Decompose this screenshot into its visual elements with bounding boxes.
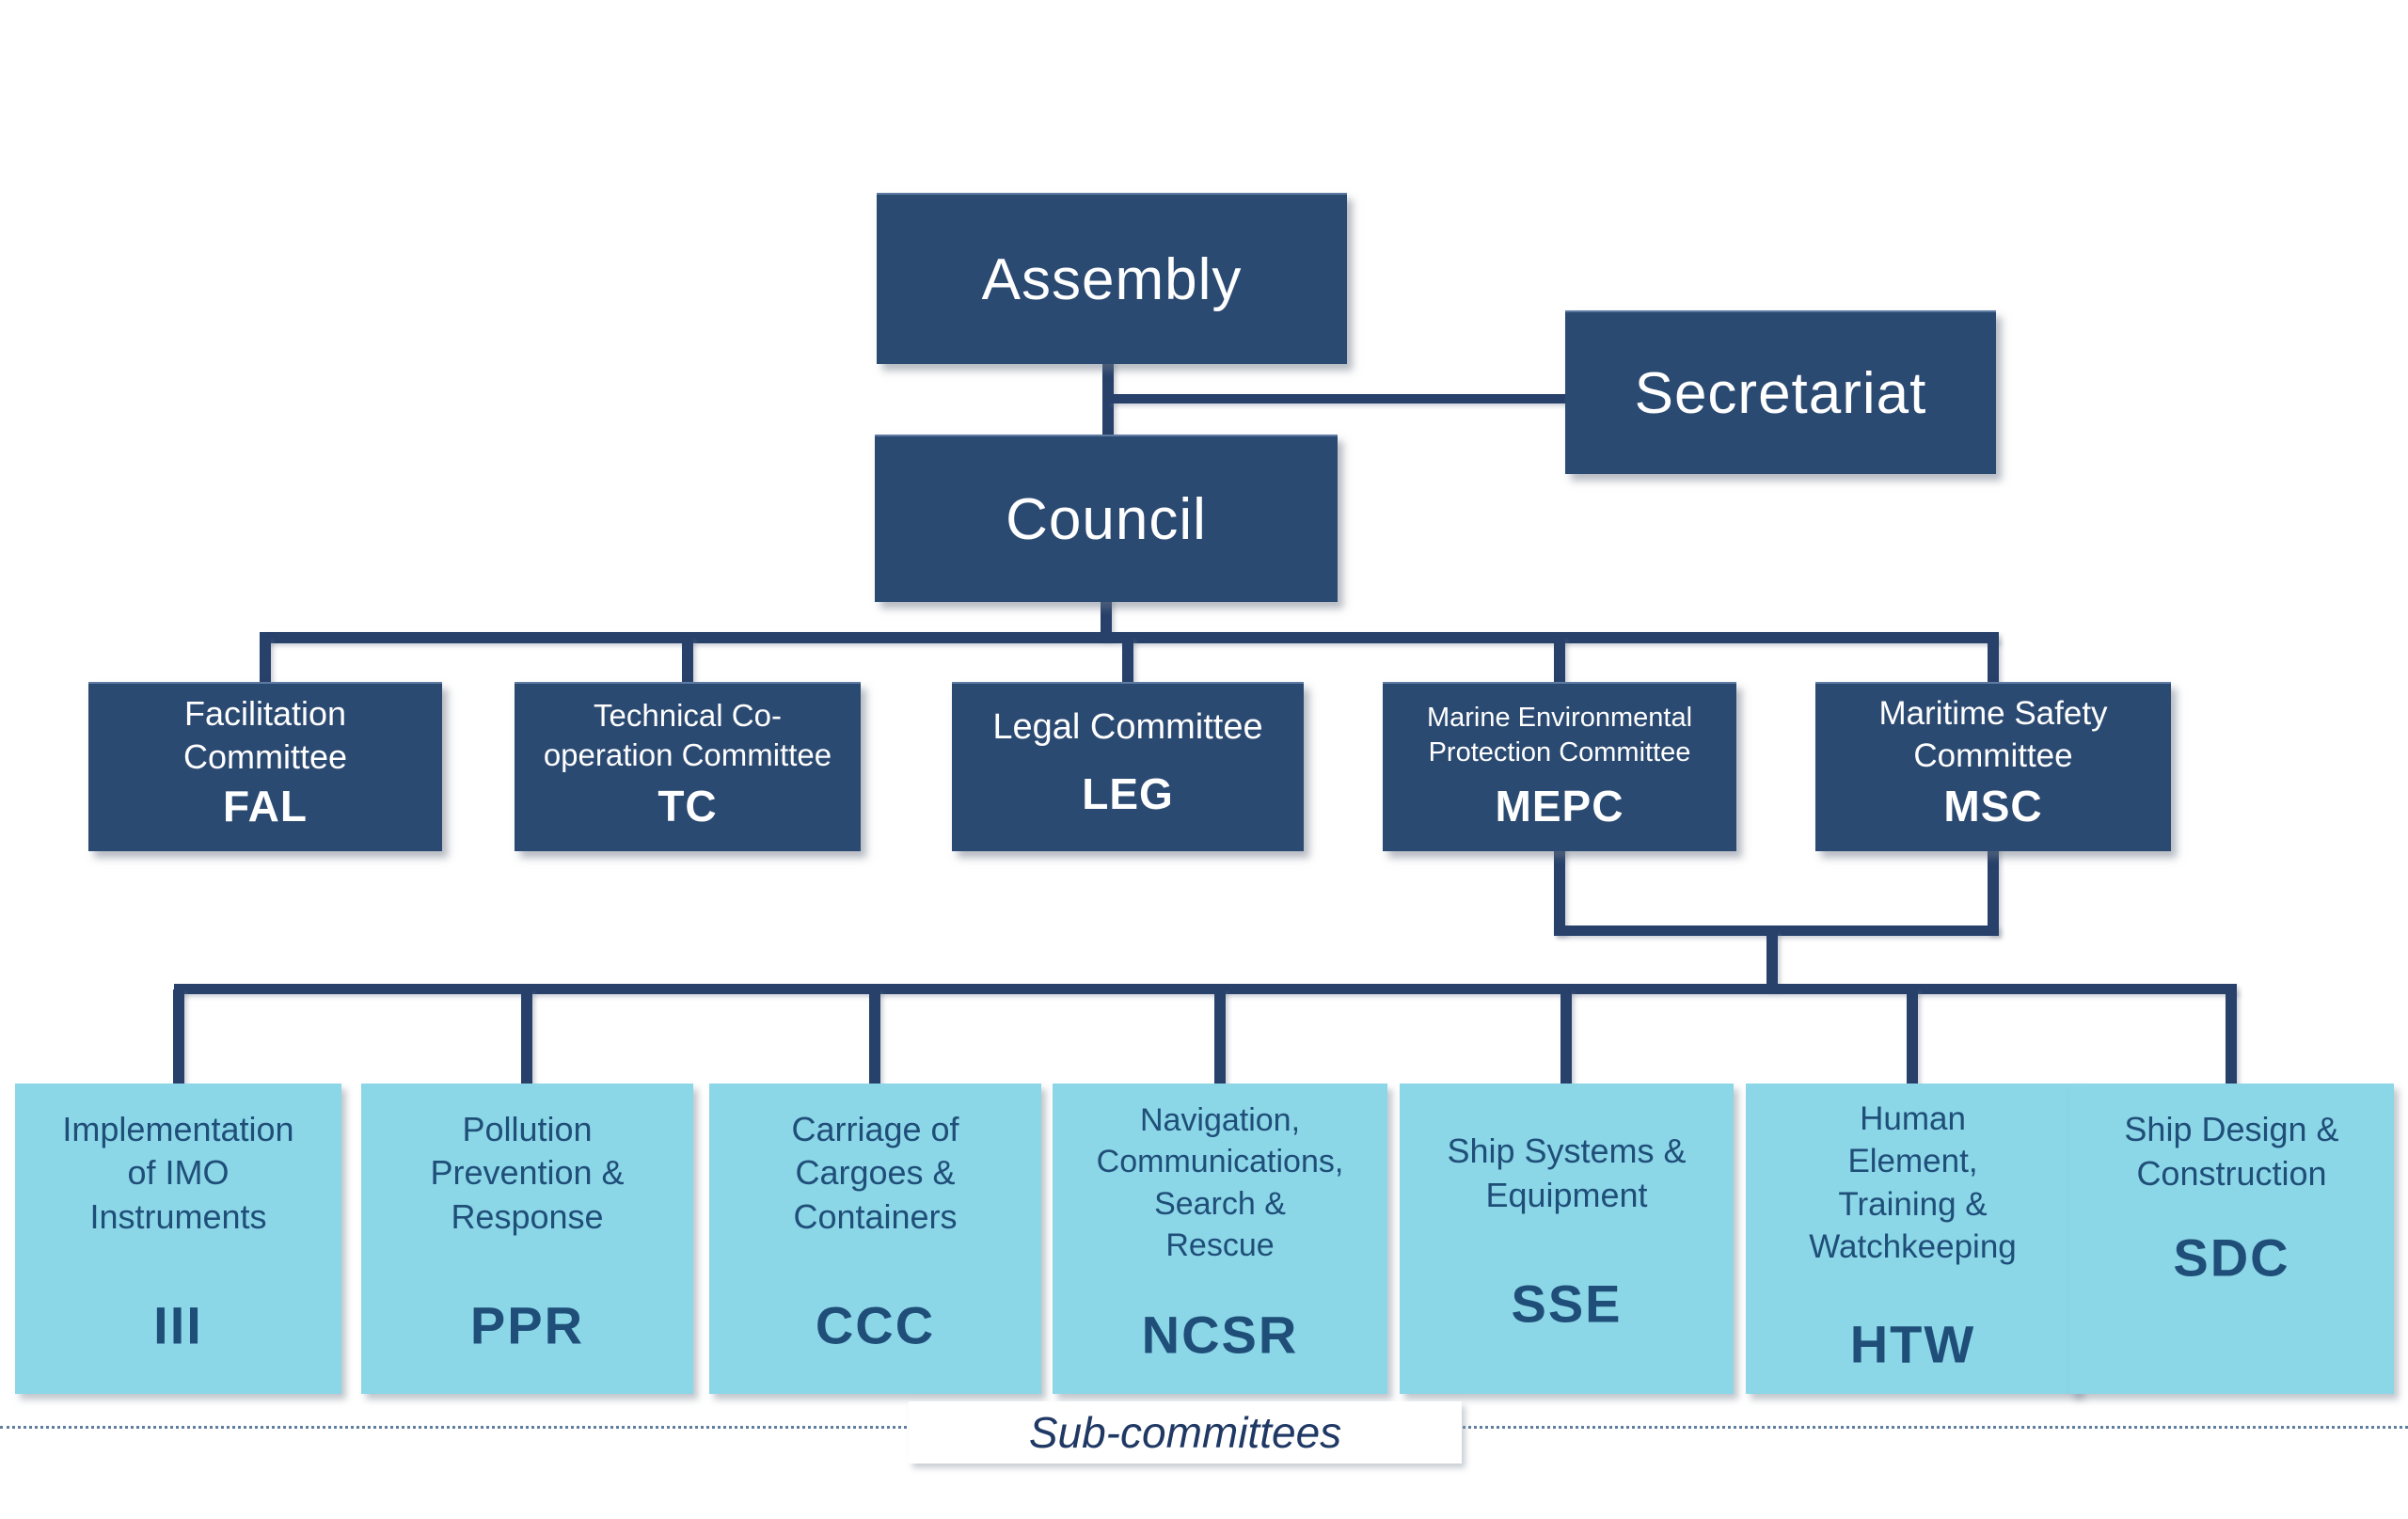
node-sub-sdc: Ship Design & Construction SDC [2069, 1084, 2394, 1394]
drop-iii [173, 989, 184, 1091]
subcommittees-label: Sub-committees [1028, 1408, 1342, 1457]
node-sub-sse: Ship Systems & Equipment SSE [1400, 1084, 1734, 1394]
committee-name: Technical Co- operation Committee [543, 697, 832, 773]
node-assembly: Assembly [877, 193, 1347, 364]
subcommittee-acronym: CCC [815, 1295, 936, 1355]
subcommittee-acronym: HTW [1849, 1314, 1976, 1374]
node-sub-ccc: Carriage of Cargoes & Containers CCC [709, 1084, 1041, 1394]
drop-sse [1560, 989, 1572, 1091]
node-committee-tc: Technical Co- operation Committee TC [515, 682, 861, 851]
subcommittee-acronym: SSE [1511, 1274, 1623, 1334]
committee-name: Maritime Safety Committee [1878, 695, 2108, 775]
subcommittee-rail [174, 984, 2237, 994]
joint-mid-drop [1766, 931, 1778, 989]
committee-name: Facilitation Committee [182, 694, 348, 777]
committee-acronym: TC [657, 781, 718, 831]
node-secretariat-label: Secretariat [1634, 360, 1927, 426]
node-committee-mepc: Marine Environmental Protection Committe… [1383, 682, 1736, 851]
drop-htw [1907, 989, 1918, 1091]
subcommittee-name: Pollution Prevention & Response [430, 1109, 625, 1237]
node-secretariat: Secretariat [1565, 310, 1996, 474]
connector-mepc-down [1554, 845, 1565, 935]
subcommittee-name: Navigation, Communications, Search & Res… [1096, 1102, 1344, 1263]
subcommittee-name: Implementation of IMO Instruments [62, 1109, 294, 1237]
committee-name: Legal Committee [992, 706, 1263, 747]
drop-tc [682, 638, 693, 690]
node-council: Council [875, 435, 1338, 602]
subcommittee-acronym: PPR [469, 1295, 585, 1355]
drop-ncsr [1214, 989, 1226, 1091]
joint-rail-mepc-msc [1554, 926, 1999, 936]
node-sub-ncsr: Navigation, Communications, Search & Res… [1053, 1084, 1387, 1394]
node-committee-msc: Maritime Safety Committee MSC [1815, 682, 2171, 851]
node-sub-htw: Human Element, Training & Watchkeeping H… [1746, 1084, 2080, 1394]
node-committee-leg: Legal Committee LEG [952, 682, 1304, 851]
drop-msc [1988, 638, 1999, 690]
subcommittee-acronym: NCSR [1141, 1305, 1299, 1365]
connector-council-rail [1101, 598, 1112, 640]
committee-acronym: MSC [1943, 781, 2043, 831]
drop-fal [260, 638, 271, 690]
subcommittees-label-box: Sub-committees [909, 1401, 1462, 1464]
subcommittee-acronym: SDC [2173, 1227, 2290, 1288]
subcommittee-acronym: III [153, 1295, 203, 1355]
node-sub-ppr: Pollution Prevention & Response PPR [361, 1084, 693, 1394]
drop-ppr [521, 989, 532, 1091]
node-council-label: Council [1006, 486, 1207, 552]
node-sub-iii: Implementation of IMO Instruments III [15, 1084, 341, 1394]
subcommittee-name: Human Element, Training & Watchkeeping [1809, 1100, 2017, 1266]
committee-acronym: MEPC [1495, 781, 1624, 831]
committee-acronym: LEG [1082, 769, 1174, 819]
drop-mepc [1554, 638, 1565, 690]
drop-sdc [2226, 989, 2237, 1091]
drop-leg [1122, 638, 1133, 690]
connector-msc-down [1988, 845, 1999, 935]
committee-acronym: FAL [223, 781, 308, 831]
committee-name: Marine Environmental Protection Committe… [1426, 703, 1693, 768]
connector-secretariat [1108, 394, 1567, 403]
node-assembly-label: Assembly [981, 246, 1243, 312]
node-committee-fal: Facilitation Committee FAL [88, 682, 442, 851]
subcommittee-name: Ship Systems & Equipment [1447, 1131, 1687, 1214]
drop-ccc [869, 989, 880, 1091]
subcommittee-name: Ship Design & Construction [2124, 1109, 2339, 1193]
subcommittee-name: Carriage of Cargoes & Containers [791, 1109, 959, 1237]
